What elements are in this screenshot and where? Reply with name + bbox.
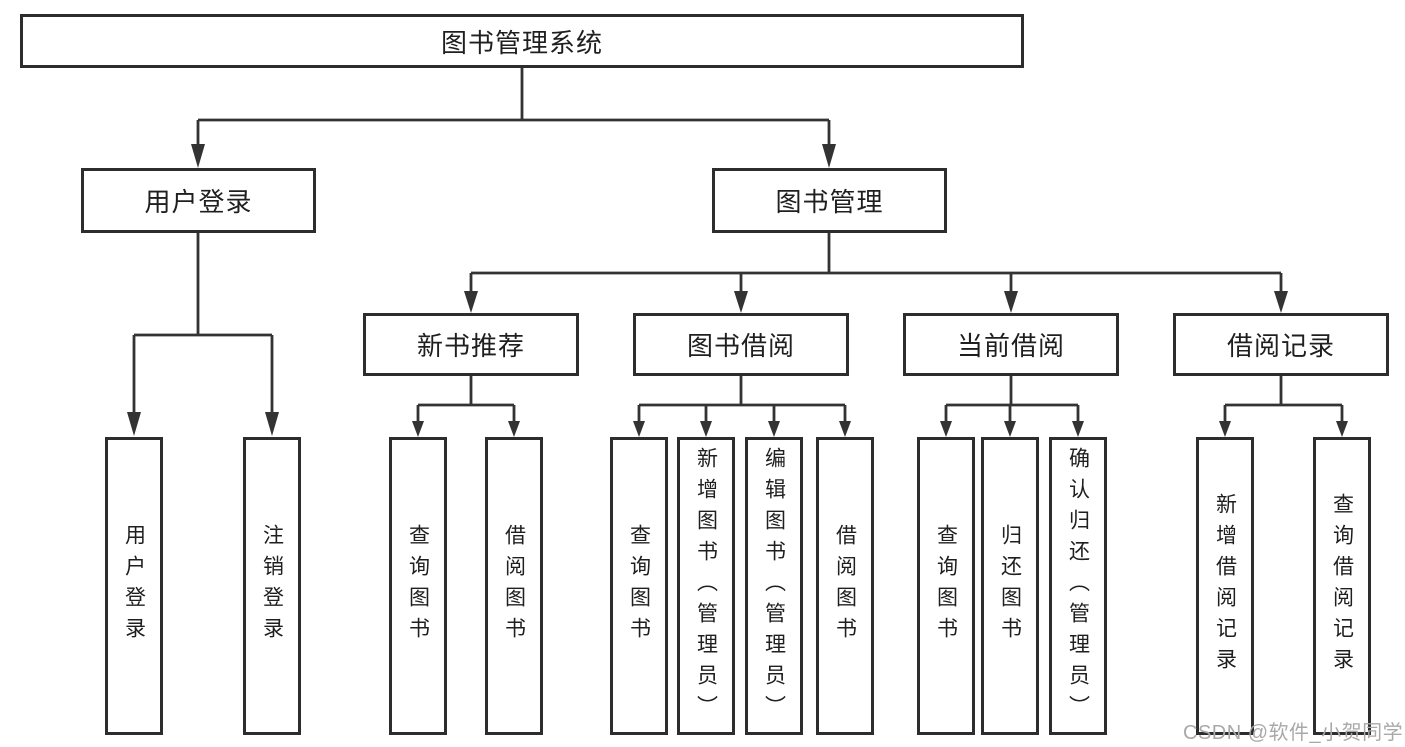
leaf-edit-book-admin: 编辑图书（管理员） <box>745 437 803 735</box>
node-book-borrow: 图书借阅 <box>633 313 849 376</box>
node-new-book-recommend: 新书推荐 <box>363 313 579 376</box>
leaf-confirm-return-admin: 确认归还（管理员） <box>1049 437 1107 735</box>
node-borrow-records: 借阅记录 <box>1173 313 1389 376</box>
leaf-recommend-borrow-books: 借阅图书 <box>485 437 543 735</box>
leaf-add-book-admin: 新增图书（管理员） <box>677 437 735 735</box>
node-book-management: 图书管理 <box>712 168 947 233</box>
node-root-system: 图书管理系统 <box>20 14 1024 68</box>
leaf-borrow-query-books: 查询图书 <box>610 437 668 735</box>
leaf-logout-login: 注销登录 <box>243 437 301 735</box>
leaf-current-query-books: 查询图书 <box>917 437 975 735</box>
leaf-recommend-query-books: 查询图书 <box>389 437 447 735</box>
node-user-login: 用户登录 <box>81 168 316 233</box>
leaf-user-login: 用户登录 <box>105 437 163 735</box>
watermark-text: CSDN @软件_小贺同学 <box>1183 722 1404 744</box>
node-current-borrow: 当前借阅 <box>903 313 1119 376</box>
leaf-borrow-books: 借阅图书 <box>816 437 874 735</box>
leaf-add-borrow-record: 新增借阅记录 <box>1196 437 1254 735</box>
arrowhead-icons <box>127 144 1348 437</box>
leaf-query-borrow-record: 查询借阅记录 <box>1313 437 1371 735</box>
leaf-return-books: 归还图书 <box>981 437 1039 735</box>
